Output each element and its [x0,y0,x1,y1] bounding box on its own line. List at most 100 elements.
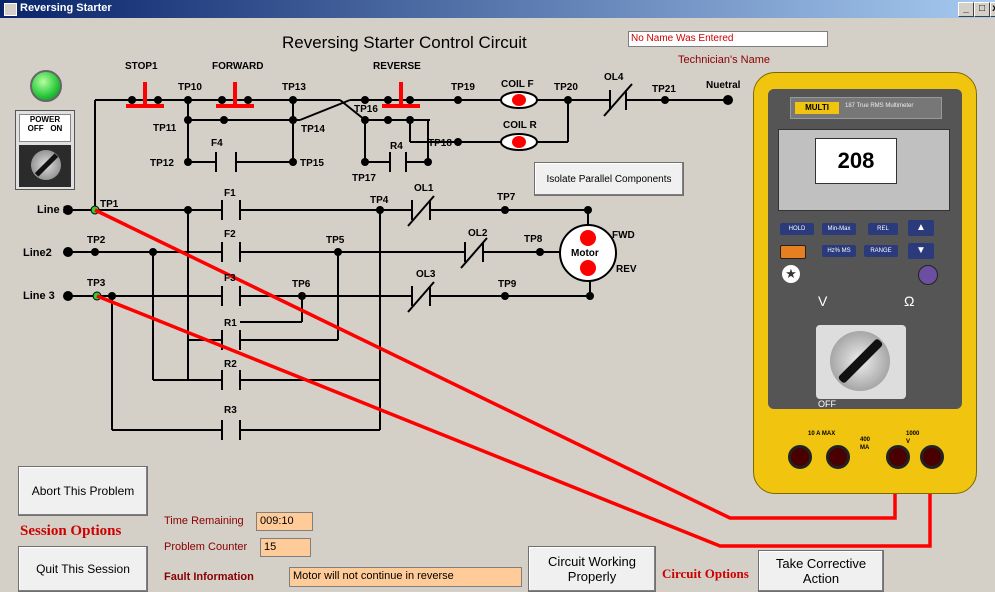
label-motor: Motor [571,248,599,259]
label-r4: R4 [390,141,403,152]
jack-volts[interactable] [920,445,944,469]
label-tp20: TP20 [554,82,578,93]
volts-label: V [818,293,828,309]
problem-counter-label: Problem Counter [164,541,248,553]
fault-information-label: Fault Information [164,571,254,583]
fault-information-value: Motor will not continue in reverse [289,567,522,587]
label-tp9: TP9 [498,279,517,290]
label-tp6: TP6 [292,279,311,290]
time-remaining-label: Time Remaining [164,515,244,527]
label-tp16: TP16 [354,104,378,115]
problem-counter-value: 15 [260,538,311,557]
maximize-button[interactable]: □ [974,2,990,17]
label-neutral: Nuetral [706,80,741,91]
label-stop1: STOP1 [125,61,158,72]
label-tp17: TP17 [352,173,376,184]
label-tp19: TP19 [451,82,475,93]
label-forward: FORWARD [212,61,264,72]
label-tp8: TP8 [524,234,543,245]
power-label: POWER [29,115,61,124]
technician-name-field[interactable]: No Name Was Entered [628,31,828,47]
hold-button[interactable]: HOLD [780,223,814,235]
label-tp15: TP15 [300,158,324,169]
label-rev: REV [616,264,637,275]
technician-name-label: Technician's Name [678,54,770,66]
minimize-button[interactable]: _ [958,2,974,17]
jack-ma[interactable] [826,445,850,469]
title-bar: Reversing Starter _ □ x [0,0,995,18]
test-lead-red[interactable] [96,294,932,548]
app-icon [4,3,17,16]
rel-button[interactable]: REL [868,223,898,235]
label-tp1: TP1 [100,199,119,210]
jack-v-label: V [906,439,911,445]
label-r3: R3 [224,405,237,416]
multimeter: MULTI 187 True RMS Multimeter 208 HOLD M… [753,72,977,494]
isolate-parallel-button[interactable]: Isolate Parallel Components [534,162,684,196]
label-tp21: TP21 [652,84,676,95]
label-tp7: TP7 [497,192,516,203]
power-knob[interactable] [31,150,61,180]
label-fwd: FWD [612,230,635,241]
power-button-icon[interactable] [918,265,938,285]
label-f2: F2 [224,229,236,240]
label-ol2: OL2 [468,228,488,239]
corrective-action-button[interactable]: Take Corrective Action [758,550,884,592]
label-r1: R1 [224,318,237,329]
up-arrow-icon[interactable]: ▲ [908,220,934,236]
power-off-label: OFF [27,124,44,133]
meter-model: 187 True RMS Multimeter [845,103,914,109]
window-title: Reversing Starter [20,2,112,14]
backlight-button[interactable] [780,245,806,259]
circuit-options-label: Circuit Options [662,566,749,581]
session-options-label: Session Options [20,523,122,539]
label-ol1: OL1 [414,183,434,194]
power-switch[interactable]: POWER OFF ON [15,110,75,190]
jack-com[interactable] [886,445,910,469]
time-remaining-value: 009:10 [256,512,313,531]
jack-1000-label: 1000 [906,431,920,437]
min-max-button[interactable]: Min-Max [822,223,856,235]
jack-400-label: 400 [860,437,871,443]
close-button[interactable]: x [990,2,995,17]
label-tp5: TP5 [326,235,345,246]
jack-ma-label: MA [860,445,870,451]
hz-button[interactable]: Hz% MS [822,245,856,257]
label-tp10: TP10 [178,82,202,93]
meter-face: MULTI 187 True RMS Multimeter 208 HOLD M… [768,89,962,409]
quit-session-button[interactable]: Quit This Session [18,546,148,592]
label-tp11: TP11 [153,123,177,134]
meter-brand: MULTI [795,102,839,114]
label-line1: Line 1 [37,204,69,216]
label-tp14: TP14 [301,124,325,135]
label-f4: F4 [211,138,223,149]
label-r2: R2 [224,359,237,370]
label-reverse: REVERSE [373,61,421,72]
label-tp3: TP3 [87,278,106,289]
label-tp13: TP13 [282,82,306,93]
meter-display-reading: 208 [815,138,897,184]
label-coil-r: COIL R [503,120,537,131]
label-line2: Line2 [23,247,52,259]
label-f1: F1 [224,188,236,199]
range-button[interactable]: RANGE [864,245,898,257]
jack-10a-label: 10 A MAX [808,431,836,437]
circuit-working-button[interactable]: Circuit Working Properly [528,546,656,592]
label-tp2: TP2 [87,235,106,246]
label-coil-f: COIL F [501,79,534,90]
label-ol4: OL4 [604,72,624,83]
off-label: OFF [818,399,836,409]
label-line3: Line 3 [23,290,55,302]
star-icon[interactable]: ★ [782,265,800,283]
label-tp18: TP18 [428,138,452,149]
selector-dial[interactable] [830,331,890,391]
label-tp4: TP4 [370,195,389,206]
down-arrow-icon[interactable]: ▼ [908,243,934,259]
label-f3: F3 [224,273,236,284]
abort-problem-button[interactable]: Abort This Problem [18,466,148,516]
ohms-label: Ω [904,293,915,309]
jack-10a[interactable] [788,445,812,469]
power-indicator-light [30,70,62,102]
label-tp12: TP12 [150,158,174,169]
